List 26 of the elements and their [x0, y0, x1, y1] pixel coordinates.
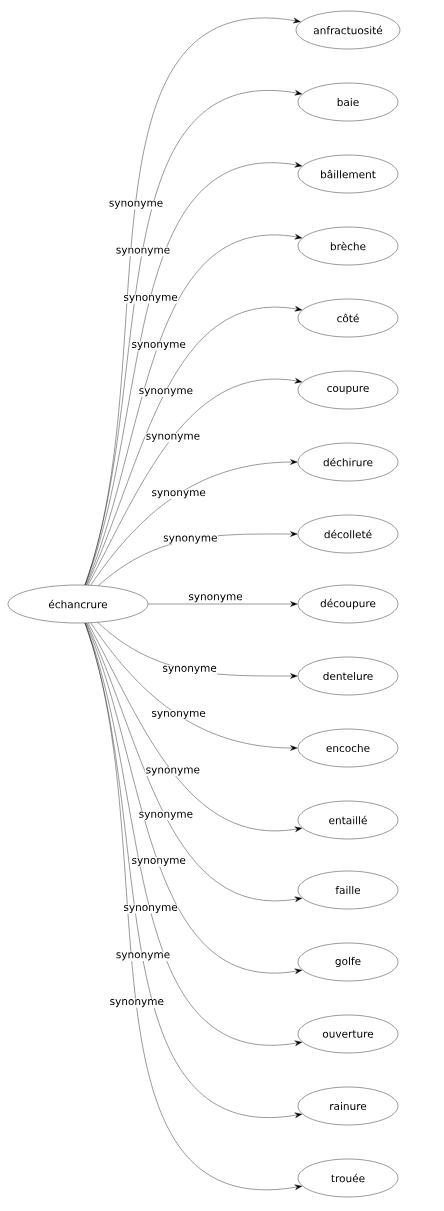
- edge-label: synonyme: [162, 535, 218, 545]
- edge-label: synonyme: [115, 951, 171, 961]
- edge-label: synonyme: [115, 247, 171, 257]
- arrow: [87, 378, 303, 586]
- arrow: [90, 459, 298, 586]
- edge-label: synonyme: [131, 857, 187, 867]
- arrow: [85, 622, 303, 975]
- arrow: [87, 622, 303, 833]
- edge-label: synonyme: [187, 593, 244, 603]
- edge-label: synonyme: [122, 294, 179, 304]
- arrow: [90, 622, 298, 751]
- edge-label: synonyme: [145, 433, 201, 443]
- edge-label: synonyme: [161, 665, 218, 675]
- arrow: [148, 601, 298, 607]
- edge-label: synonyme: [109, 998, 165, 1008]
- edge-label: synonyme: [145, 767, 201, 777]
- edge-label: synonyme: [122, 904, 179, 914]
- edge-label: synonyme: [108, 200, 164, 210]
- edge-label: synonyme: [150, 710, 207, 720]
- arrow: [85, 234, 303, 586]
- arrow: [86, 622, 303, 903]
- edge-label: synonyme: [138, 811, 194, 821]
- arrow: [86, 306, 303, 586]
- edge-label: synonyme: [131, 341, 187, 351]
- edge-label: synonyme: [138, 387, 194, 397]
- edge-label: synonyme: [151, 489, 207, 499]
